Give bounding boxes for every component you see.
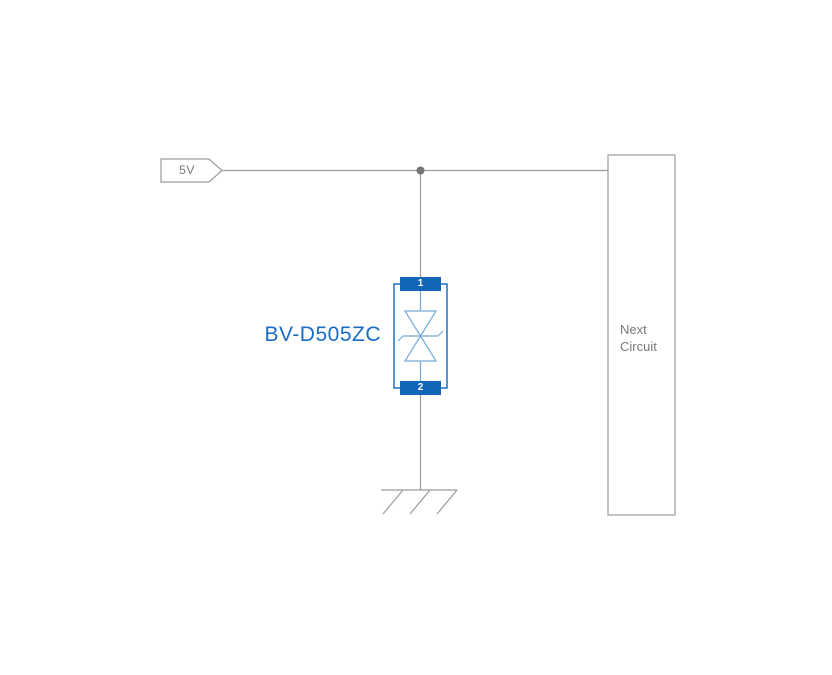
power-net-label: 5V [179,163,195,177]
junction-dot [416,166,425,175]
next-circuit-label-line1: Next [620,322,647,337]
next-circuit-label-line2: Circuit [620,339,657,354]
tvs-terminal-top [400,277,441,291]
ground-icon [381,489,458,515]
next-circuit-label: Next Circuit [620,321,672,355]
next-circuit-box [607,154,676,516]
device-ref-label: BV-D505ZC [264,323,381,346]
device-pin1-label: 1 [417,278,424,289]
power-flag-icon [160,158,223,183]
tvs-symbol-icon [397,291,444,381]
tvs-terminal-bottom [400,381,441,395]
device-pin2-label: 2 [417,382,424,393]
